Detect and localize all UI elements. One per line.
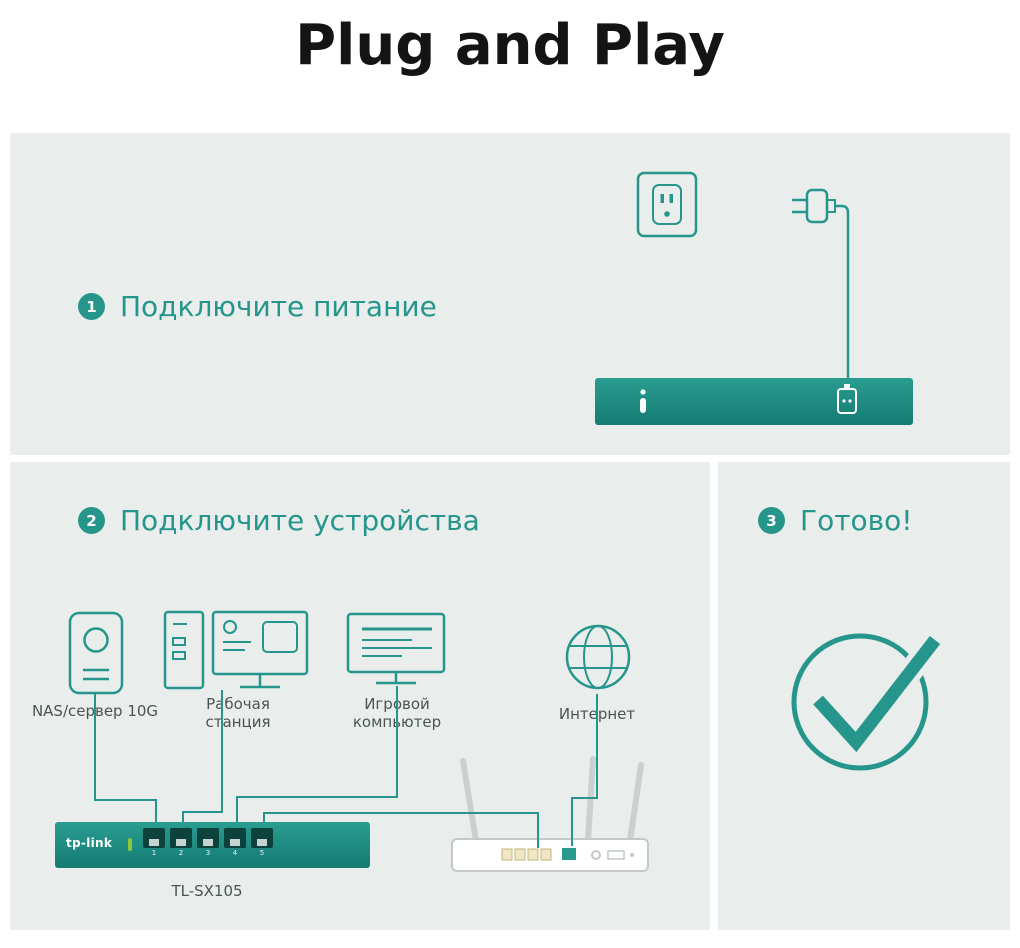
internet-label: Интернет [558,705,636,723]
port-number: 3 [205,849,211,857]
power-inlet-icon [837,384,857,414]
gaming-computer-label: Игровой компьютер [352,695,442,731]
wall-outlet-icon [636,171,698,238]
network-switch: tp-link 1 2 3 4 [55,822,370,868]
router-icon [451,756,649,872]
step2-badge: 2 [78,507,105,534]
step2-panel: 2 Подключите устройства [10,462,710,930]
power-indicator-icon [640,389,646,413]
power-plug-icon [792,188,850,392]
ethernet-port: 1 [143,828,165,858]
port-jack-icon [197,828,219,848]
step3-label: Готово! [800,504,913,537]
power-led [128,838,132,851]
check-circle-icon [791,632,945,771]
port-number: 2 [178,849,184,857]
step1-badge: 1 [78,293,105,320]
nas-server-icon [68,611,124,695]
ethernet-port: 3 [197,828,219,858]
port-jack-icon [224,828,246,848]
workstation-label: Рабочая станция [205,695,271,731]
port-number: 1 [151,849,157,857]
port-number: 5 [259,849,265,857]
step1-panel: 1 Подключите питание [10,133,1010,455]
ethernet-port: 2 [170,828,192,858]
step2-label: Подключите устройства [120,504,480,537]
port-jack-icon [143,828,165,848]
step3-badge: 3 [758,507,785,534]
tp-link-logo: tp-link [66,836,113,850]
ethernet-port: 4 [224,828,246,858]
page-title: Plug and Play [295,13,725,78]
ethernet-port: 5 [251,828,273,858]
gaming-computer-icon [346,612,446,685]
switch-power-view [595,378,913,425]
nas-label: NAS/сервер 10G [31,702,159,720]
port-number: 4 [232,849,238,857]
internet-globe-icon [565,624,631,690]
step3-panel: 3 Готово! [718,462,1010,930]
switch-model-label: TL-SX105 [171,882,243,900]
workstation-icon [163,610,309,690]
switch-ports: 1 2 3 4 5 [143,828,273,858]
port-jack-icon [251,828,273,848]
port-jack-icon [170,828,192,848]
step1-label: Подключите питание [120,290,437,323]
